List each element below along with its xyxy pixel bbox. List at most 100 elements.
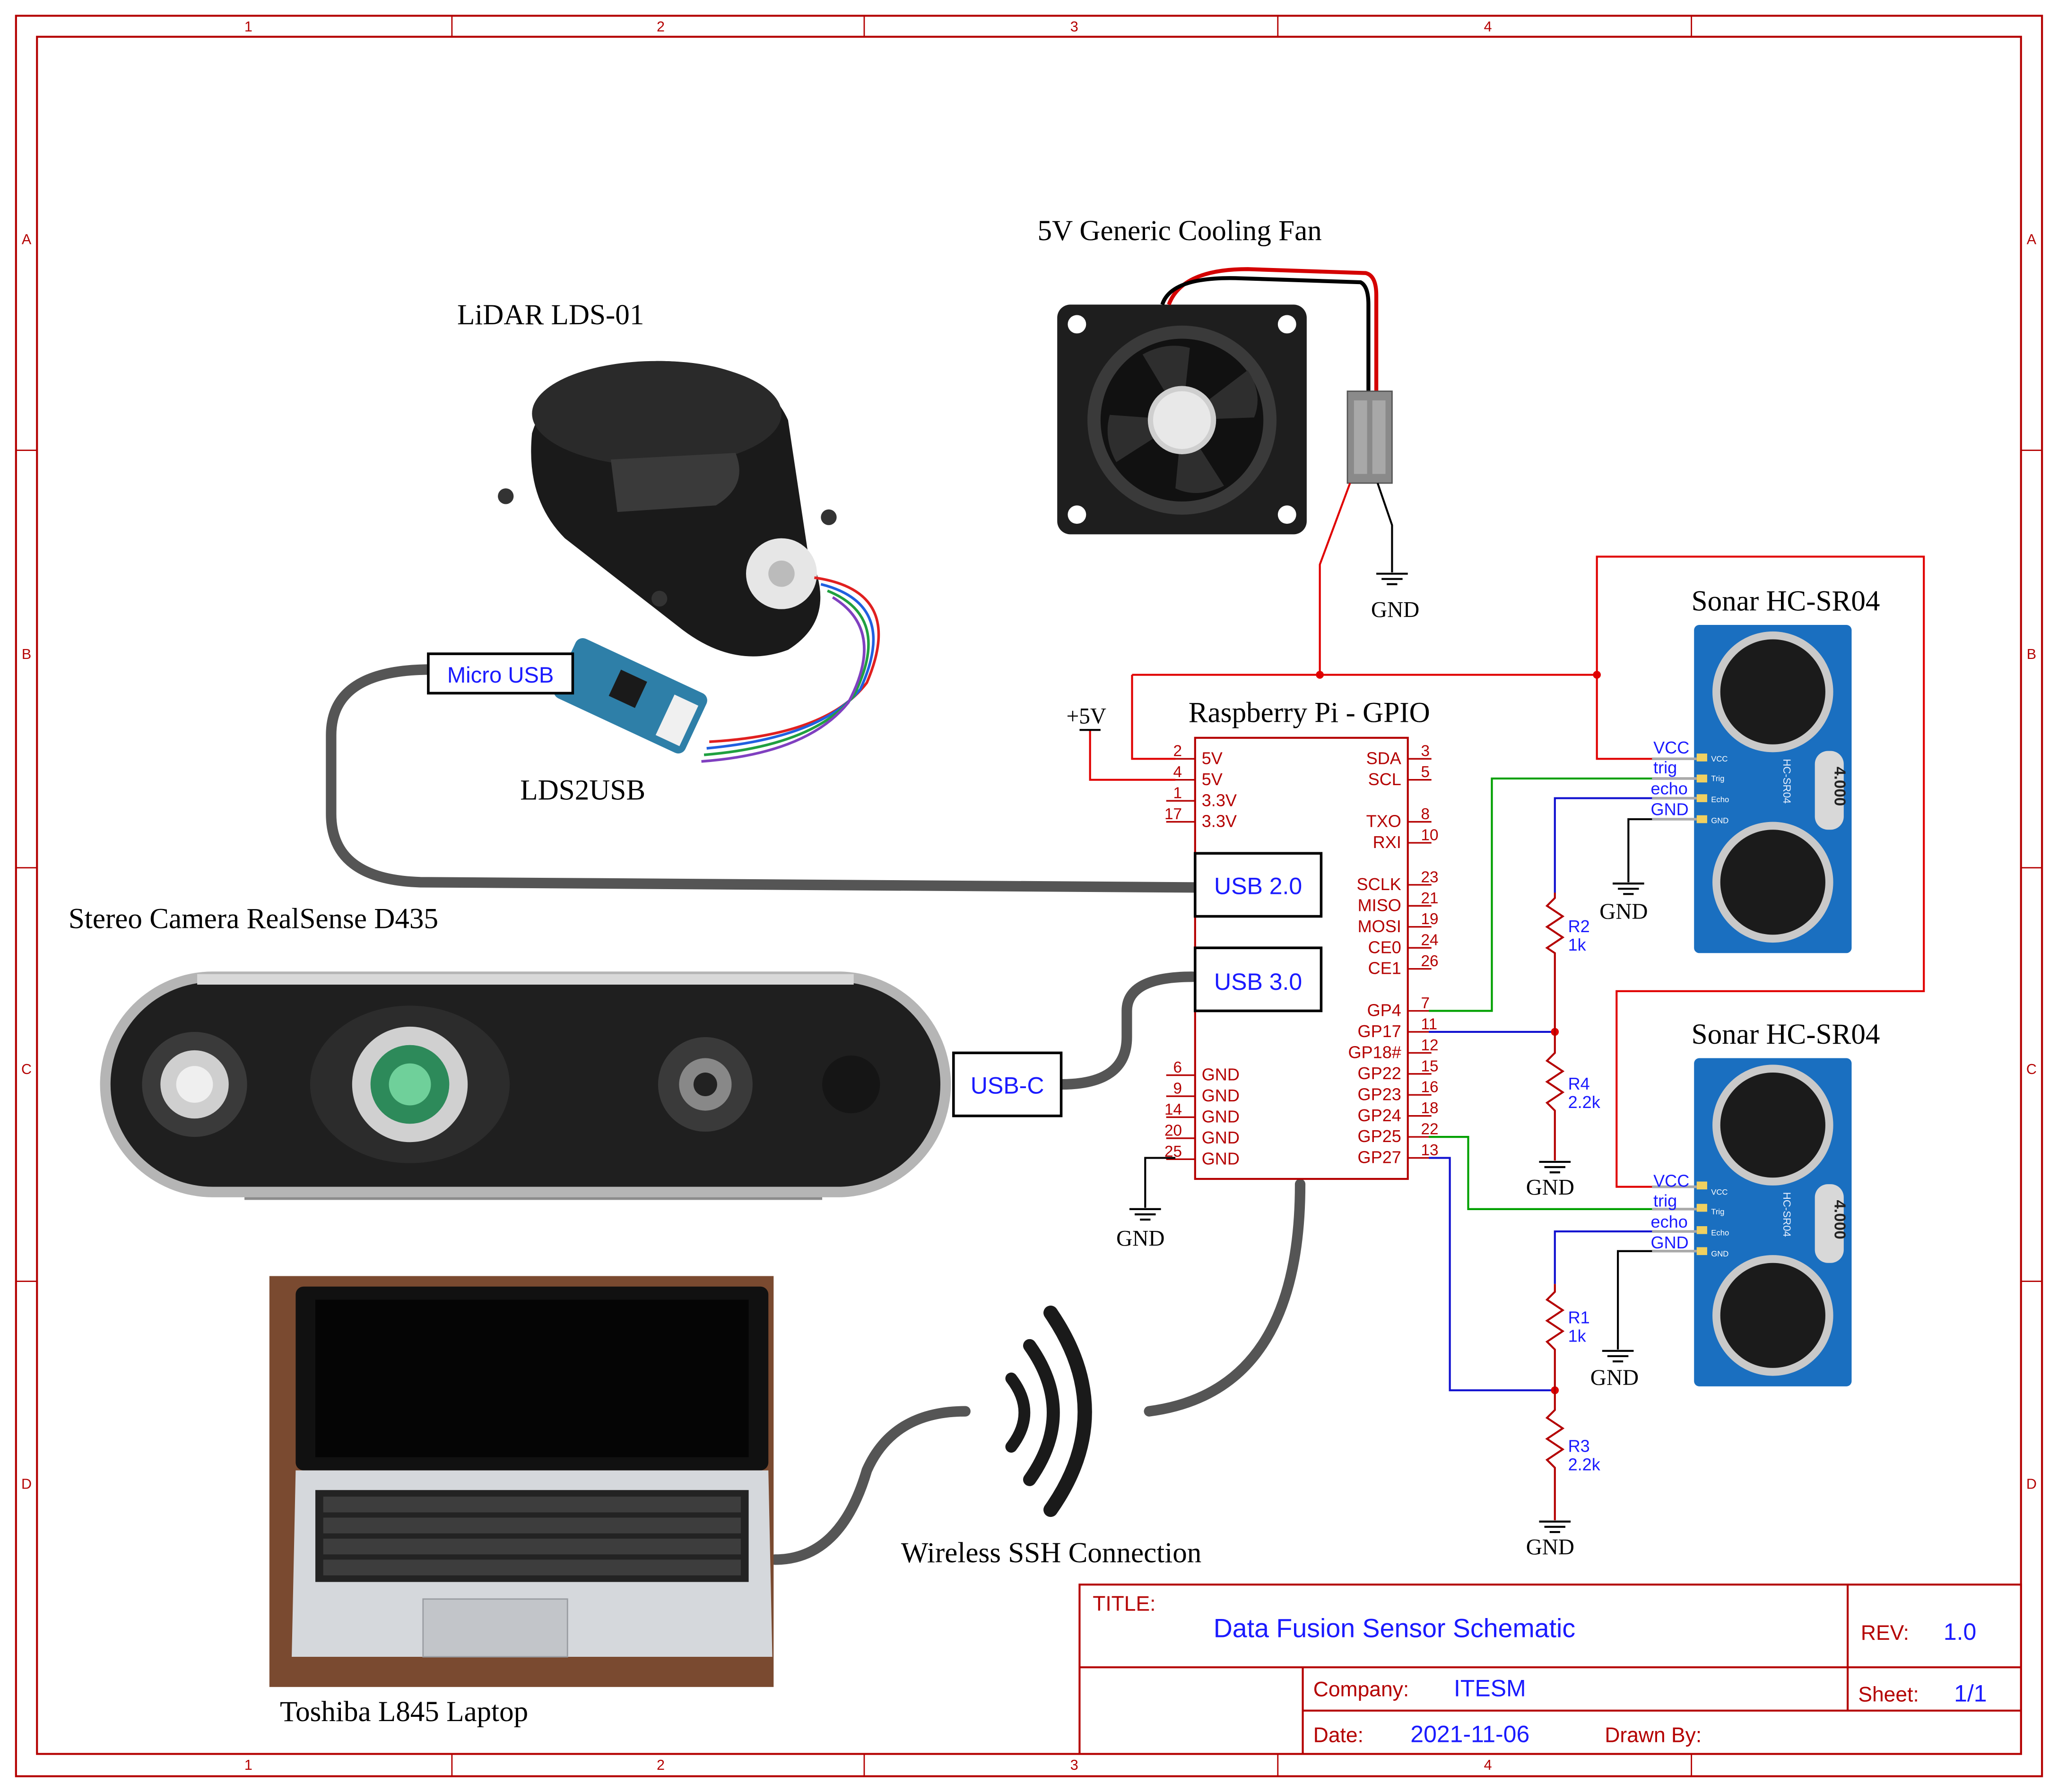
frame-row-c-left: C: [21, 1061, 32, 1077]
rpi-left-pin-number: 14: [1164, 1101, 1182, 1118]
r1-value: 1k: [1568, 1326, 1587, 1345]
lds2usb-board-icon: [554, 638, 707, 753]
drawing-frame: 1 2 3 4 1 2 3 4 A B C D A B C D: [15, 15, 2043, 1777]
gnd-label-sonar2: GND: [1590, 1366, 1639, 1390]
rpi-right-pin-name: GP18#: [1348, 1042, 1401, 1062]
rpi-right-pins: 3SDA5SCL8TXO10RXI23SCLK21MISO19MOSI24CE0…: [1348, 743, 1438, 1167]
frame-row-d-right: D: [2026, 1476, 2037, 1492]
r1-ref: R1: [1568, 1308, 1590, 1327]
lidar-label: LiDAR LDS-01: [457, 299, 644, 331]
usb3-label: USB 3.0: [1214, 969, 1302, 995]
usb2-port: USB 2.0: [1194, 852, 1323, 918]
sonar1-board-pin-echo: Echo: [1711, 795, 1729, 804]
r4-value: 2.2k: [1568, 1092, 1601, 1112]
rpi-right-pin-name: GP17: [1358, 1022, 1401, 1041]
laptop-wifi-cable: [769, 1406, 971, 1565]
sonar-1: Sonar HC-SR04 4.000 HC-SR04 VCC Trig Ech…: [1651, 585, 1880, 953]
rpi-right-pin-name: RXI: [1373, 832, 1401, 852]
wifi-signal-icon: [1005, 1306, 1092, 1517]
r2-ref: R2: [1568, 917, 1590, 936]
rpi-left-pin: 4 5V: [1166, 763, 1223, 789]
lidar-icon: [498, 361, 837, 657]
company-label: Company:: [1313, 1678, 1409, 1701]
rpi-left-pin-name: 5V: [1202, 748, 1223, 768]
fan-label: 5V Generic Cooling Fan: [1038, 215, 1322, 247]
rpi-right-pin-number: 3: [1421, 743, 1430, 760]
rpi-left-pin-number: 17: [1164, 805, 1182, 823]
rpi-left-pin-name: 5V: [1202, 770, 1223, 789]
rpi-right-pin-number: 18: [1421, 1099, 1439, 1117]
frame-row-d-left: D: [21, 1476, 32, 1492]
rpi-right-pin-name: CE0: [1368, 937, 1401, 957]
usb-c-port: USB-C: [952, 1051, 1063, 1117]
rpi-right-pin-name: MISO: [1358, 895, 1401, 915]
rpi-right-pin: 7 GP4: [1367, 995, 1432, 1020]
sonar1-board-pin-gnd: GND: [1711, 816, 1728, 825]
rpi-right-pin-number: 22: [1421, 1121, 1439, 1138]
rpi-left-pin-name: GND: [1202, 1107, 1240, 1126]
rpi-left-pin-number: 6: [1173, 1059, 1182, 1076]
gnd-symbol-rpi: [1129, 1208, 1161, 1221]
laptop-icon: [269, 1276, 774, 1687]
r3-value: 2.2k: [1568, 1455, 1601, 1474]
rpi-left-pin-number: 4: [1173, 763, 1182, 781]
sheet-value: 1/1: [1954, 1680, 1987, 1706]
date-value: 2021-11-06: [1410, 1721, 1529, 1747]
rpi-right-pin-name: GP24: [1358, 1106, 1401, 1125]
rpi-right-pin-number: 11: [1421, 1015, 1438, 1033]
frame-col-1-bottom: 1: [244, 1757, 252, 1773]
gnd-label-rpi: GND: [1116, 1227, 1164, 1251]
frame-col-2-bottom: 2: [657, 1757, 665, 1773]
rpi-right-pin-number: 26: [1421, 952, 1439, 970]
lidar-group: LiDAR LDS-01 LDS2USB: [457, 299, 880, 806]
sonar2-pin-trig: trig: [1653, 1191, 1677, 1210]
rpi-left-pin-name: GND: [1202, 1065, 1240, 1084]
rpi-right-pin-name: GP4: [1367, 1001, 1401, 1020]
laptop-label: Toshiba L845 Laptop: [280, 1696, 528, 1728]
gnd-symbol-fan: [1376, 572, 1408, 585]
usb-c-label: USB-C: [971, 1072, 1044, 1099]
sonar1-board-pin-vcc: VCC: [1711, 754, 1728, 763]
drawn-by-label: Drawn By:: [1605, 1723, 1702, 1747]
sonar2-board-pin-gnd: GND: [1711, 1249, 1728, 1258]
rpi-right-pin-number: 15: [1421, 1057, 1439, 1075]
sonar1-crystal-text: 4.000: [1831, 767, 1848, 806]
lds2usb-label: LDS2USB: [520, 774, 645, 806]
rpi-right-pin-name: GP23: [1358, 1084, 1401, 1104]
sheet-label: Sheet:: [1858, 1683, 1919, 1706]
rpi-right-pin-number: 23: [1421, 868, 1439, 886]
plus5v-label: +5V: [1067, 704, 1106, 728]
rpi-left-pin-name: GND: [1202, 1086, 1240, 1105]
title-block: TITLE: Data Fusion Sensor Schematic REV:…: [1078, 1584, 2022, 1755]
rpi-right-pin-number: 10: [1421, 826, 1439, 844]
sonar-2: Sonar HC-SR04 4.000 HC-SR04 VCC Trig Ech…: [1651, 1019, 1880, 1386]
gnd-label-r3: GND: [1526, 1535, 1574, 1559]
rpi-left-pin-number: 20: [1164, 1122, 1182, 1139]
sonar2-pin-gnd: GND: [1651, 1233, 1689, 1252]
sonar2-board-icon: 4.000 HC-SR04 VCC Trig Echo GND: [1694, 1058, 1852, 1386]
sonar2-board-pin-trig: Trig: [1711, 1207, 1724, 1216]
sonar1-pin-gnd: GND: [1651, 800, 1689, 819]
rpi-left-pin: 6 GND: [1166, 1059, 1240, 1084]
gnd-symbol-r4: [1539, 1160, 1571, 1174]
gnd-symbol-sonar1: [1613, 883, 1644, 895]
rpi-right-pin-number: 7: [1421, 995, 1430, 1012]
micro-usb-port: Micro USB: [427, 652, 574, 695]
sonar1-pin-trig: trig: [1653, 758, 1677, 777]
frame-row-a-right: A: [2027, 232, 2037, 248]
sonar1-pin-vcc: VCC: [1653, 738, 1689, 757]
gnd-label-sonar1: GND: [1599, 900, 1648, 924]
resistor-r3: [1545, 1390, 1565, 1521]
junction-power-sonar: [1593, 671, 1601, 679]
rpi-right-pin-name: MOSI: [1358, 917, 1401, 936]
junction-power-fan: [1316, 671, 1324, 679]
date-label: Date:: [1313, 1723, 1363, 1747]
